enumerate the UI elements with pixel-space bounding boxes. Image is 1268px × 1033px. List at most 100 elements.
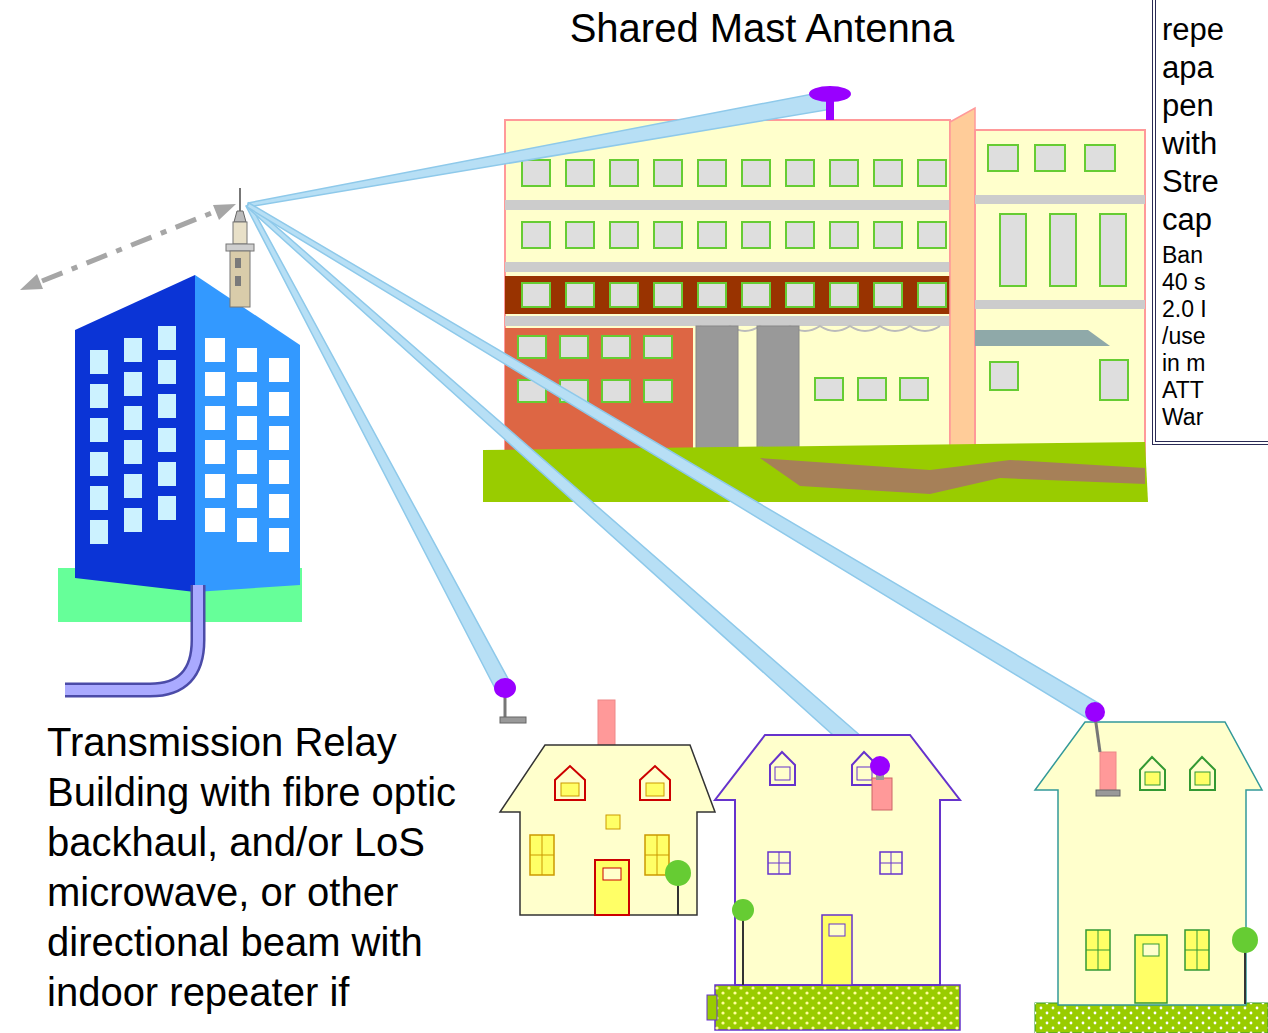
house	[603, 868, 621, 880]
house	[732, 899, 754, 921]
house	[561, 783, 579, 796]
house	[500, 717, 526, 723]
microwave-link-arrow	[20, 274, 43, 290]
building-window	[602, 336, 630, 358]
house	[1185, 950, 1209, 951]
building-window	[205, 474, 225, 498]
house	[1096, 790, 1120, 796]
house	[1195, 772, 1210, 785]
house	[530, 835, 554, 875]
building-window	[654, 222, 682, 248]
building-window	[90, 520, 108, 544]
building-window	[786, 222, 814, 248]
house	[494, 678, 715, 915]
building-window	[1100, 360, 1128, 400]
apartment-building	[483, 108, 1148, 502]
house	[1035, 1003, 1268, 1033]
relay-building	[195, 275, 300, 592]
building-window	[124, 372, 142, 396]
fibre-cable	[65, 585, 198, 690]
building-window	[698, 222, 726, 248]
house	[1244, 948, 1246, 1004]
house	[645, 835, 669, 875]
building-window	[158, 394, 176, 418]
building-window	[158, 360, 176, 384]
building-window	[269, 392, 289, 416]
building-window	[1100, 214, 1126, 286]
house	[494, 678, 516, 698]
microwave-link-arrow	[20, 204, 236, 290]
building-window	[610, 222, 638, 248]
relay-tower	[235, 258, 241, 268]
house	[598, 700, 615, 750]
building-window	[830, 283, 858, 307]
house	[770, 752, 795, 785]
building-window	[522, 222, 550, 248]
building-window	[158, 496, 176, 520]
building-window	[237, 348, 257, 372]
apartment-building	[975, 195, 1145, 204]
building-window	[566, 160, 594, 186]
building-window	[205, 508, 225, 532]
radio-beam	[246, 91, 1100, 772]
building-window	[518, 145, 1128, 402]
building-window	[124, 508, 142, 532]
house	[715, 985, 960, 1030]
building-window	[560, 336, 588, 358]
house	[715, 735, 960, 985]
building-window	[90, 384, 108, 408]
building-window	[610, 283, 638, 307]
house	[880, 852, 902, 874]
apartment-building	[505, 200, 950, 210]
building-window	[858, 378, 886, 400]
building-window	[900, 378, 928, 400]
house	[880, 863, 902, 864]
radio-beam	[248, 91, 832, 207]
apartment-building	[505, 262, 950, 272]
apartment-building	[505, 316, 950, 326]
house	[870, 756, 890, 776]
house	[640, 766, 670, 800]
house	[829, 924, 845, 936]
apartment-building	[757, 326, 799, 452]
building-window	[644, 336, 672, 358]
relay-tower	[233, 222, 247, 244]
fibre-cable	[65, 585, 198, 690]
house	[872, 778, 892, 810]
house	[1135, 935, 1167, 1003]
apartment-building	[696, 326, 738, 452]
building-window	[237, 450, 257, 474]
building-window	[566, 222, 594, 248]
building-window	[1035, 145, 1065, 171]
building-window	[124, 440, 142, 464]
house	[645, 855, 669, 856]
relay-tower	[226, 244, 254, 251]
house	[1232, 927, 1258, 953]
house	[530, 855, 554, 856]
building-window	[237, 416, 257, 440]
house	[665, 860, 691, 886]
building-window	[988, 145, 1018, 171]
building-window	[205, 440, 225, 464]
building-window	[90, 350, 108, 374]
caption-text: Transmission Relay Building with fibre o…	[47, 717, 487, 1017]
house	[1085, 702, 1105, 722]
radio-beam	[247, 203, 1100, 720]
radio-beam	[247, 203, 886, 772]
building-window	[654, 160, 682, 186]
radio-beam	[246, 204, 512, 694]
building-window	[815, 378, 843, 400]
house	[1145, 772, 1160, 785]
apartment-building	[505, 120, 950, 460]
building-window	[874, 283, 902, 307]
apartment-building	[760, 458, 1145, 494]
building-window	[918, 222, 946, 248]
building-window	[269, 494, 289, 518]
building-window	[742, 222, 770, 248]
house	[1086, 950, 1110, 951]
label-anchor: Transmission Relay Building with fibre o…	[47, 717, 487, 1017]
building-window	[1000, 214, 1026, 286]
house	[715, 985, 960, 1030]
